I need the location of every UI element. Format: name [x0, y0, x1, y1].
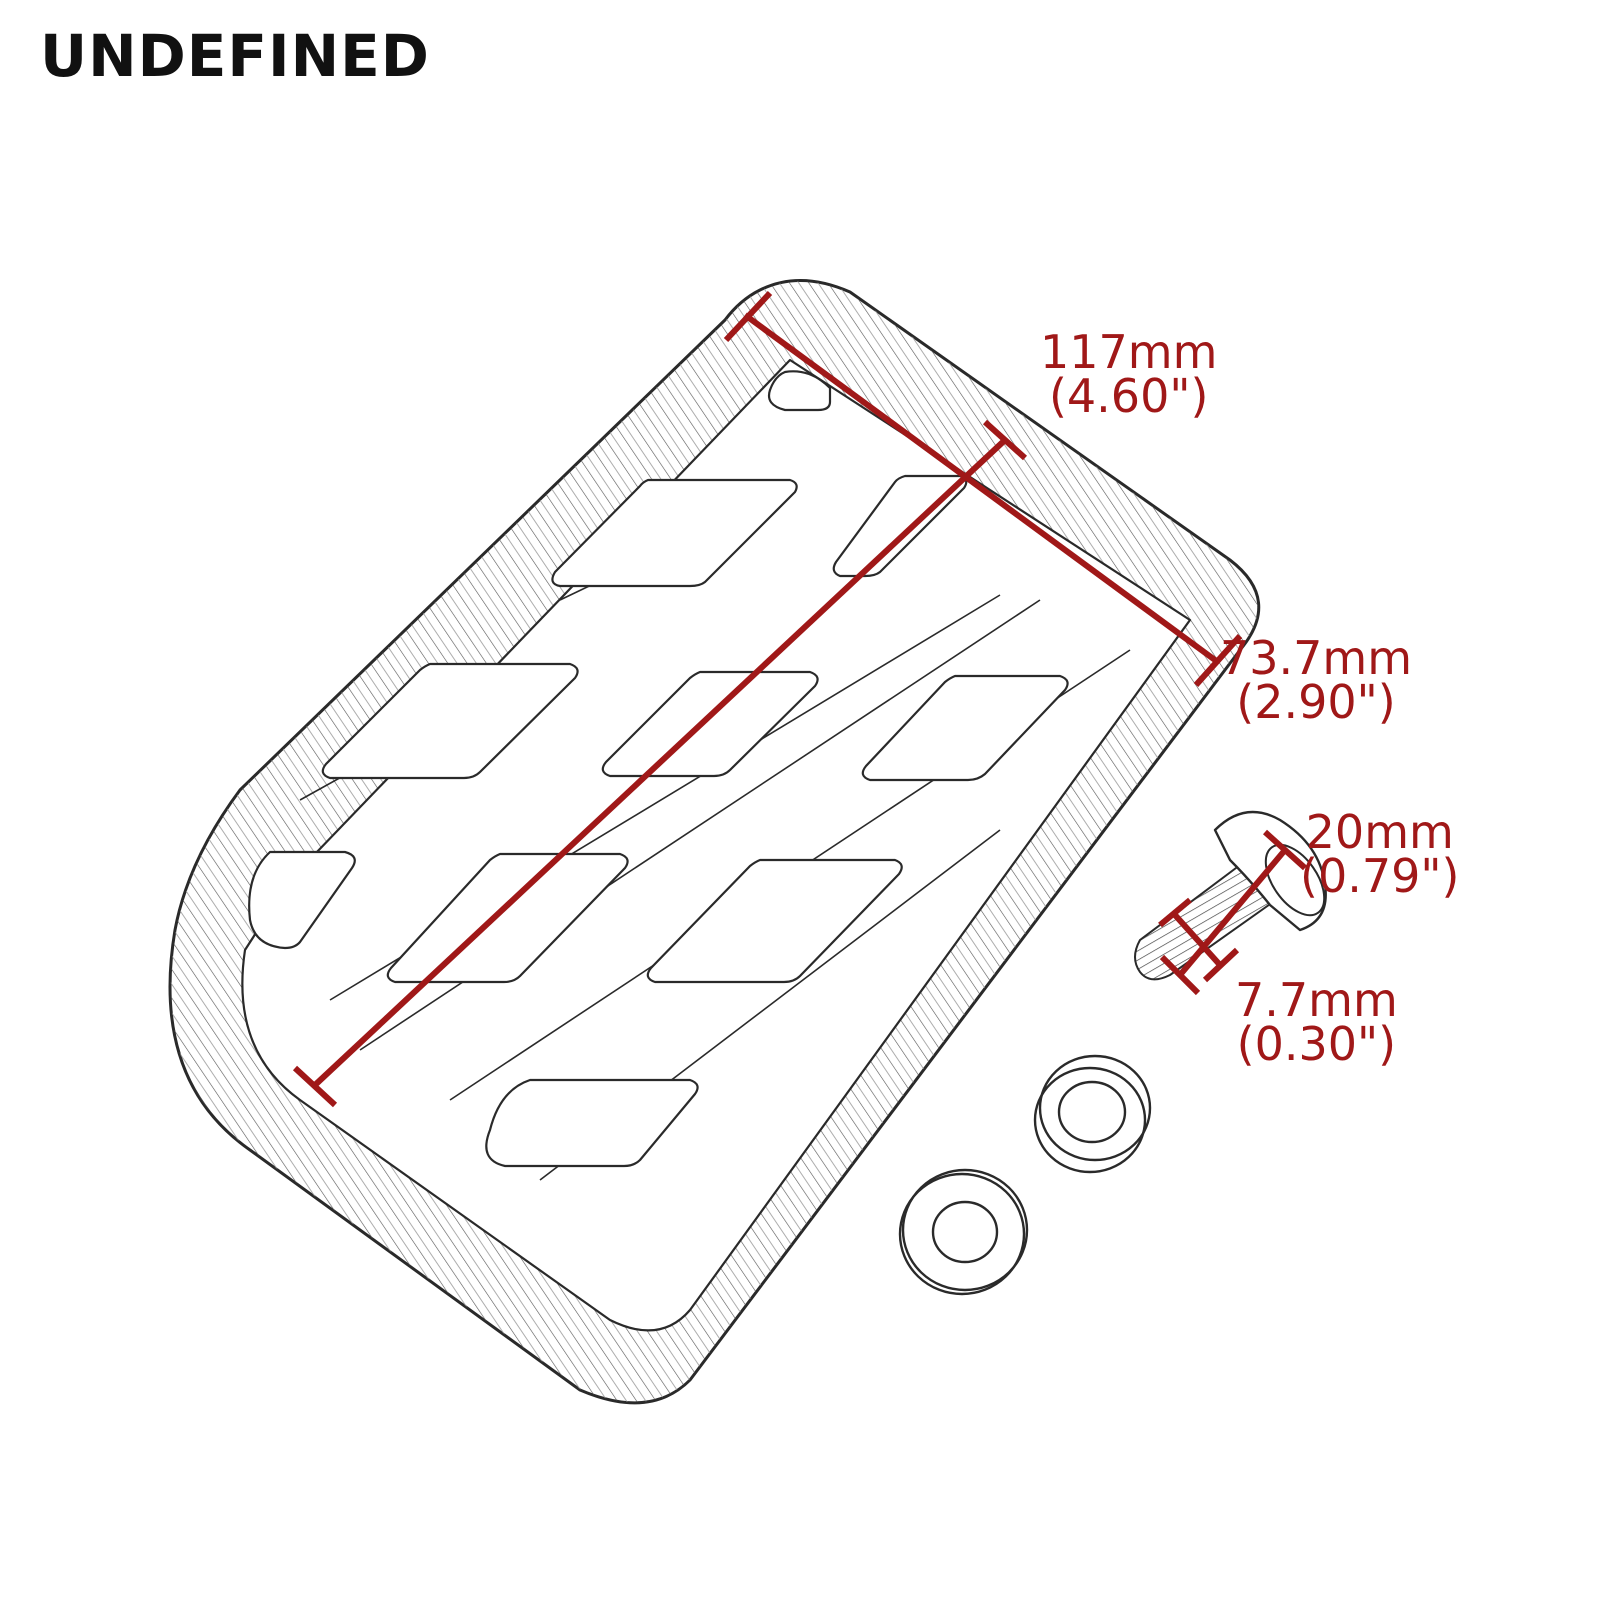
width-metric: 73.7mm [1220, 631, 1413, 685]
bolt-length-tick-start [1159, 954, 1201, 996]
bolt-diameter-dimension-label: 7.7mm (0.30") [1235, 973, 1398, 1071]
spacer-side [1038, 1054, 1152, 1162]
length-dimension-label: 117mm (4.60") [1040, 325, 1218, 423]
slot [767, 370, 832, 412]
inner-plate-edge [241, 358, 1192, 1332]
slot [646, 858, 903, 984]
slot [861, 674, 1069, 782]
slot [386, 852, 629, 984]
length-tick-end [982, 419, 1028, 461]
dimension-lines [292, 290, 1308, 1108]
slot-holes [248, 370, 1069, 1168]
bolt-diameter-line [1172, 912, 1223, 968]
bolt-diameter-imperial: (0.30") [1236, 1017, 1397, 1071]
width-line [743, 312, 1217, 663]
bolt [1134, 810, 1327, 981]
foot-peg-plate [168, 279, 1261, 1405]
slot [551, 478, 798, 588]
slot [321, 662, 579, 780]
width-tick-end [1193, 633, 1243, 688]
slot [248, 850, 356, 950]
bolt-length-metric: 20mm [1305, 805, 1454, 859]
spacer-hole [1057, 1080, 1127, 1144]
bolt-length-line [1177, 848, 1288, 977]
washer [898, 1168, 1029, 1296]
washer-outer-edge [898, 1172, 1026, 1296]
bolt-diameter-tick-end [1202, 947, 1240, 983]
brand-logo-text: UNDEFINED [40, 22, 430, 90]
bolt-length-tick-end [1262, 829, 1308, 871]
length-line [312, 437, 1008, 1088]
width-tick-start [723, 290, 773, 343]
width-imperial: (2.90") [1236, 675, 1396, 729]
slot [485, 1078, 699, 1168]
slot [601, 670, 819, 778]
bolt-length-dimension-label: 20mm (0.79") [1300, 805, 1460, 903]
bolt-diameter-metric: 7.7mm [1235, 973, 1398, 1027]
bolt-length-imperial: (0.79") [1300, 849, 1460, 903]
bolt-diameter-tick-start [1158, 897, 1192, 928]
spacer [1033, 1054, 1152, 1174]
width-dimension-label: 73.7mm (2.90") [1220, 631, 1413, 729]
length-metric: 117mm [1040, 325, 1218, 379]
slot [832, 474, 968, 578]
washer-hole [931, 1200, 999, 1264]
bolt-head-face [1264, 843, 1326, 917]
length-imperial: (4.60") [1048, 369, 1209, 423]
length-tick-start [292, 1065, 338, 1108]
